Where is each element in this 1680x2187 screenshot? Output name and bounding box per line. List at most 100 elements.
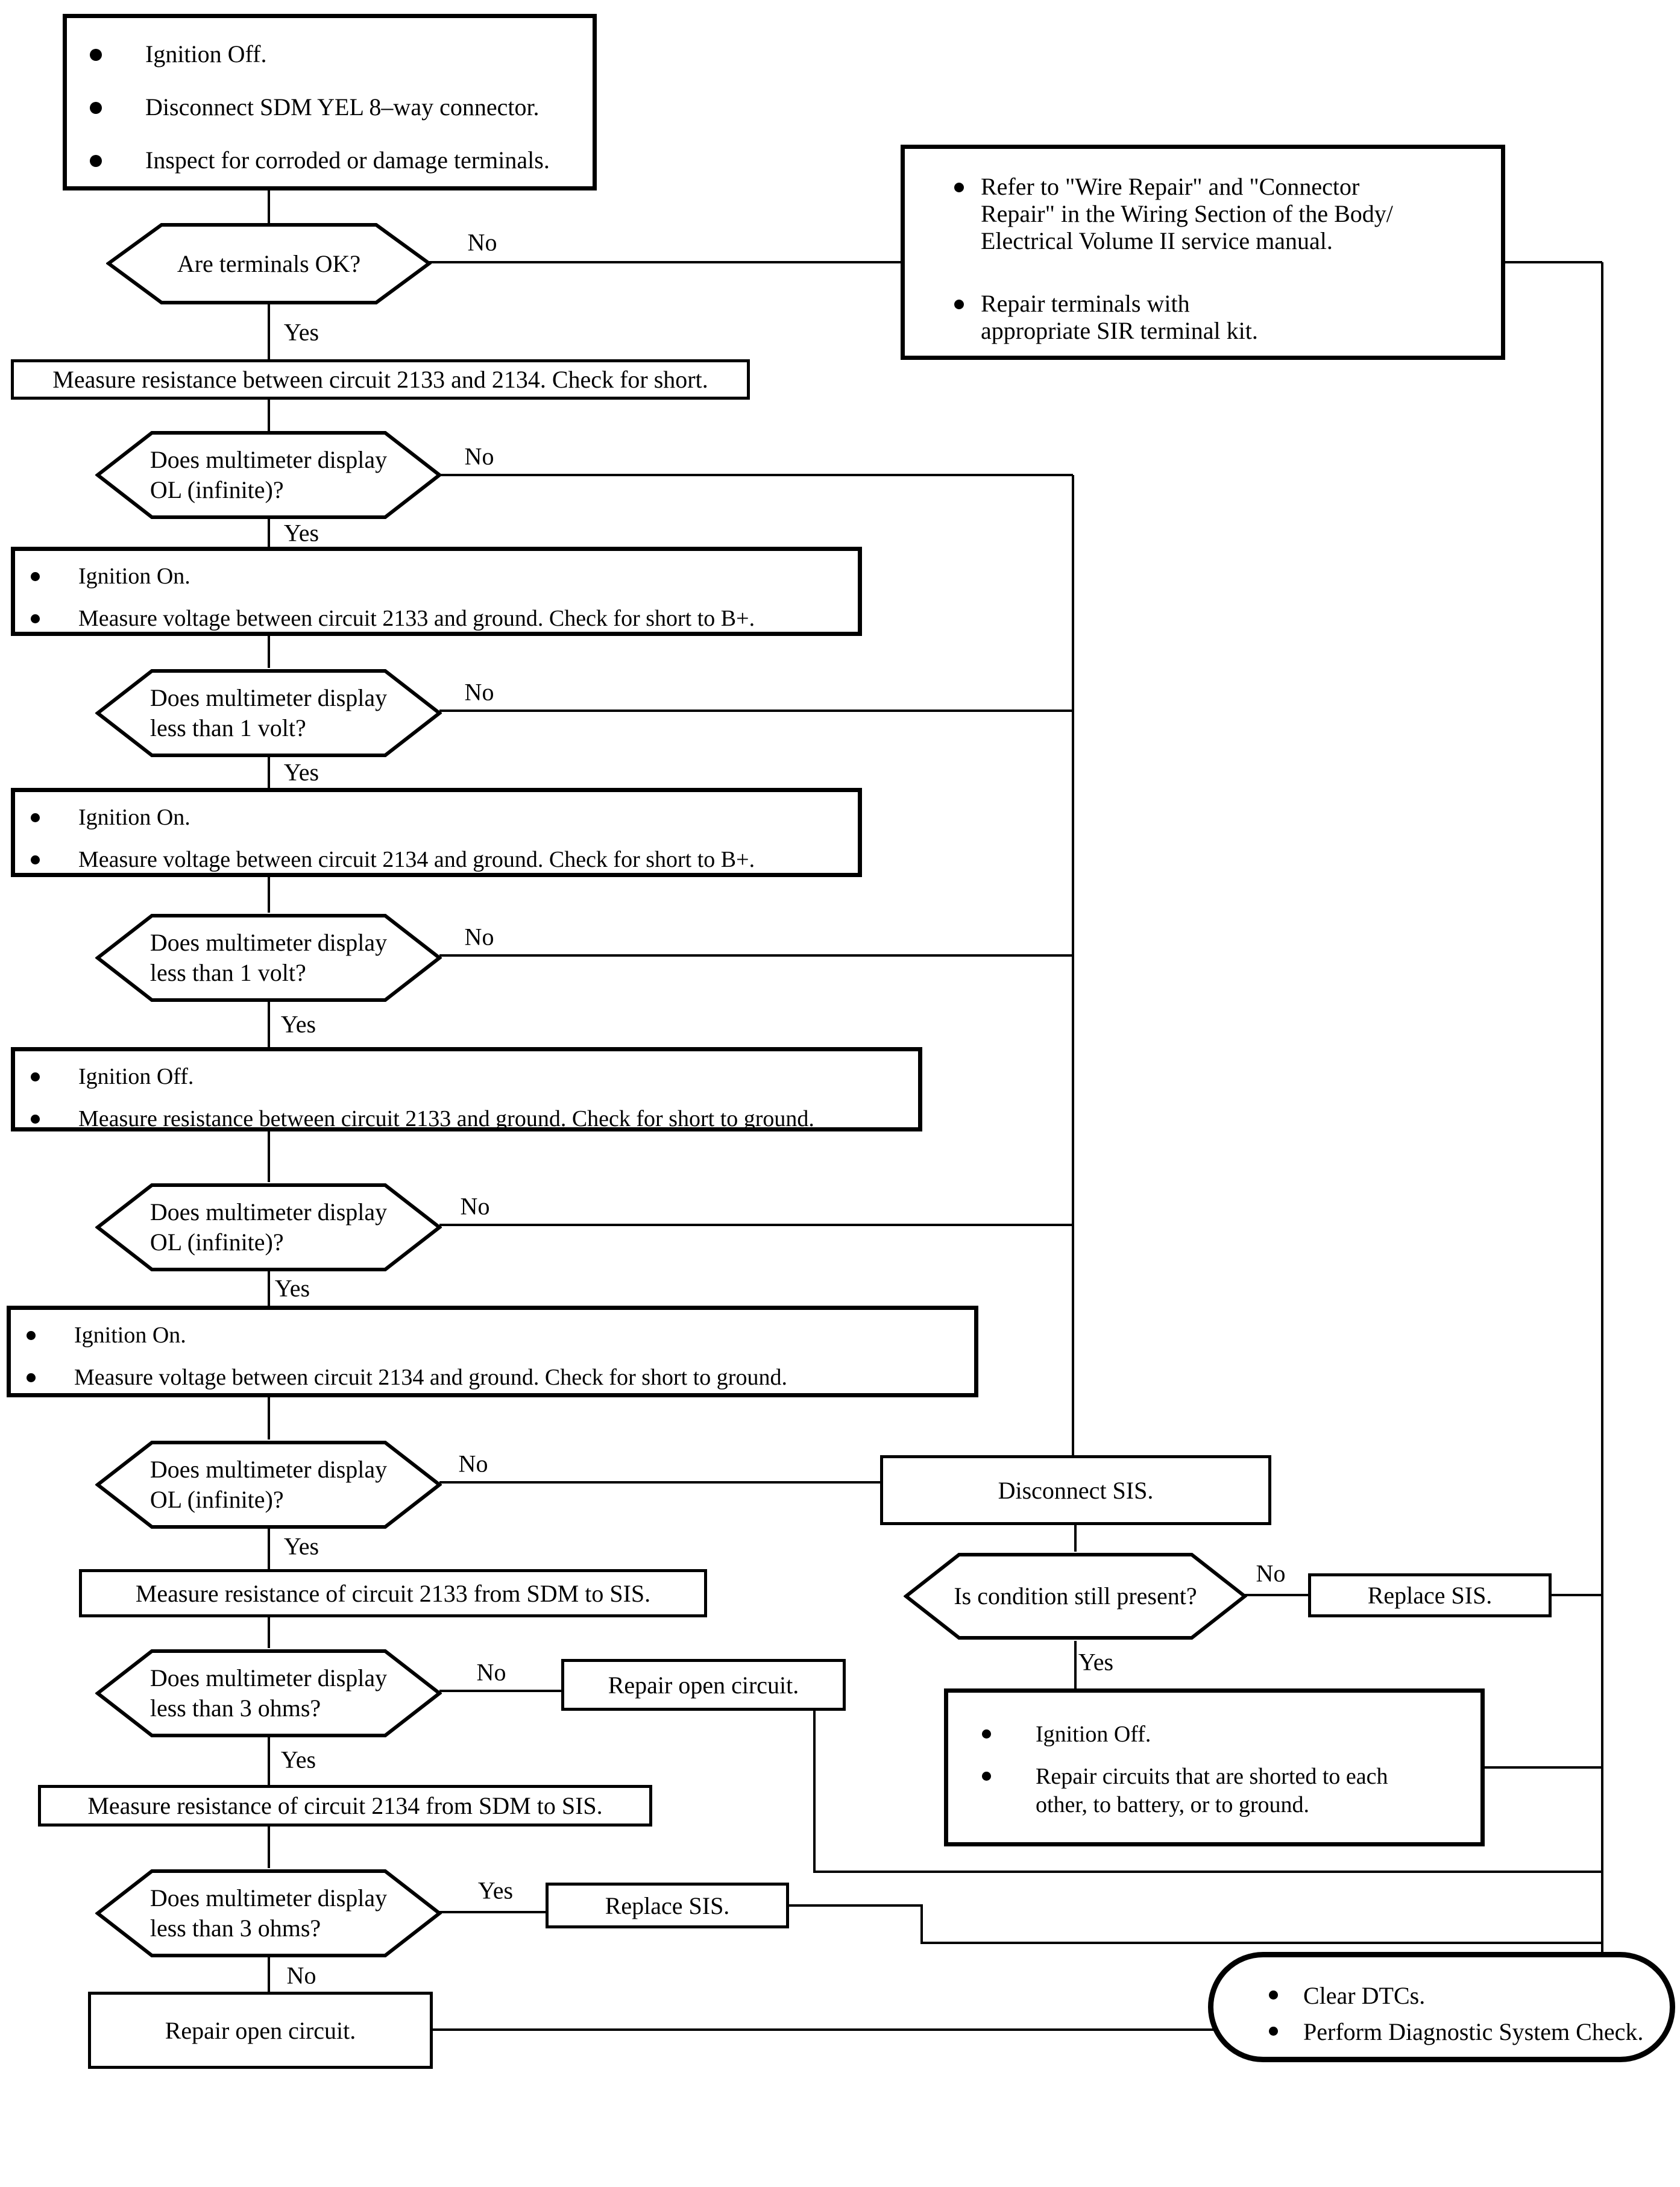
action-text: Measure voltage between circuit 2134 and…	[78, 846, 755, 872]
decision-less-1-volt-1: Does multimeter display less than 1 volt…	[95, 668, 442, 758]
replace-sis-box-1: Replace SIS.	[1308, 1573, 1552, 1617]
decision-text: less than 1 volt?	[149, 959, 306, 986]
hexagon-shape	[95, 431, 442, 519]
edge-label-yes: Yes	[477, 1877, 514, 1904]
decision-text: Does multimeter display	[149, 1456, 388, 1483]
bullet-icon	[31, 1072, 40, 1081]
bullet-icon	[31, 813, 40, 822]
list-item: Inspect for corroded or damage terminals…	[90, 146, 583, 175]
hexagon-shape	[95, 1869, 442, 1957]
action-text: Ignition Off.	[1036, 1722, 1151, 1747]
ignition-on-2133-bplus-box: Ignition On. Measure voltage between cir…	[11, 547, 862, 636]
start-item-2: Disconnect SDM YEL 8–way connector.	[145, 93, 540, 121]
action-text: Measure resistance of circuit 2134 from …	[87, 1792, 603, 1819]
bullet-icon	[90, 49, 102, 61]
hexagon-shape	[95, 1441, 442, 1529]
bullet-icon	[31, 855, 40, 864]
hexagon-shape	[904, 1553, 1247, 1640]
ignition-on-2134-ground-box: Ignition On. Measure voltage between cir…	[7, 1306, 978, 1397]
repair-terminals-line: appropriate SIR terminal kit.	[981, 316, 1258, 344]
edge-label-no: No	[464, 923, 494, 951]
decision-less-3-ohms-1: Does multimeter display less than 3 ohms…	[95, 1648, 442, 1739]
action-text: Replace SIS.	[1367, 1582, 1493, 1609]
action-text: Measure resistance between circuit 2133 …	[78, 1106, 814, 1131]
decision-text: Does multimeter display	[149, 1198, 388, 1226]
disconnect-sis-box: Disconnect SIS.	[880, 1455, 1271, 1525]
hexagon-shape	[106, 223, 432, 304]
action-text: Repair open circuit.	[608, 1671, 799, 1699]
bullet-icon	[31, 614, 40, 623]
edge-label-yes: Yes	[274, 1274, 310, 1302]
list-item: Repair circuits that are shorted to each…	[982, 1763, 1466, 1819]
start-item-1: Ignition Off.	[145, 40, 267, 68]
edge-label-yes: Yes	[280, 1746, 316, 1773]
edge-label-yes: Yes	[280, 1010, 316, 1038]
decision-condition-present: Is condition still present?	[904, 1552, 1247, 1641]
bullet-icon	[1269, 2027, 1278, 2036]
bullet-icon	[31, 572, 40, 581]
repair-terminals-box: Refer to "Wire Repair" and "Connector Re…	[901, 145, 1505, 360]
start-instructions-box: Ignition Off. Disconnect SDM YEL 8–way c…	[63, 14, 597, 190]
list-item: Measure voltage between circuit 2133 and…	[31, 605, 851, 633]
list-item: Disconnect SDM YEL 8–way connector.	[90, 93, 583, 122]
list-item: Ignition Off.	[31, 1063, 911, 1091]
ignition-off-2133-ground-box: Ignition Off. Measure resistance between…	[11, 1047, 922, 1131]
repair-terminals-line: Electrical Volume II service manual.	[981, 227, 1333, 255]
action-text: Measure resistance of circuit 2133 from …	[135, 1579, 651, 1607]
action-text: Measure voltage between circuit 2133 and…	[78, 605, 755, 631]
hexagon-shape	[95, 914, 442, 1002]
edge-label-yes: Yes	[283, 1532, 319, 1560]
decision-text: OL (infinite)?	[149, 1229, 284, 1256]
end-clear-dtcs-box: Clear DTCs. Perform Diagnostic System Ch…	[1208, 1952, 1675, 2062]
list-item: Ignition On.	[31, 563, 851, 591]
bullet-icon	[27, 1331, 36, 1340]
decision-text: OL (infinite)?	[149, 1486, 284, 1513]
decision-less-3-ohms-2: Does multimeter display less than 3 ohms…	[95, 1868, 442, 1959]
action-text: Repair open circuit.	[165, 2016, 356, 2044]
decision-ol-infinite-3: Does multimeter display OL (infinite)?	[95, 1440, 442, 1530]
decision-text: Does multimeter display	[149, 929, 388, 956]
action-text: Ignition On.	[78, 564, 190, 589]
decision-text: Does multimeter display	[149, 684, 388, 711]
list-item: Repair terminals with appropriate SIR te…	[954, 290, 1493, 344]
repair-shorted-circuits-box: Ignition Off. Repair circuits that are s…	[944, 1688, 1485, 1846]
decision-text: OL (infinite)?	[149, 476, 284, 503]
hexagon-shape	[95, 1183, 442, 1271]
edge-label-no: No	[464, 442, 494, 470]
decision-text: Is condition still present?	[954, 1582, 1197, 1610]
repair-terminals-line: Refer to "Wire Repair" and "Connector	[981, 173, 1360, 200]
edge-label-yes: Yes	[1078, 1648, 1114, 1676]
repair-open-circuit-box-2: Repair open circuit.	[88, 1992, 433, 2069]
edge-replace-sis-2-out	[789, 1904, 1602, 1944]
end-item: Clear DTCs.	[1303, 1982, 1426, 2009]
decision-less-1-volt-2: Does multimeter display less than 1 volt…	[95, 913, 442, 1003]
action-text: Ignition On.	[74, 1323, 186, 1348]
list-item: Clear DTCs.	[1269, 1980, 1661, 2012]
action-text: Measure resistance between circuit 2133 …	[52, 366, 708, 393]
bullet-icon	[90, 102, 102, 114]
hexagon-shape	[95, 1649, 442, 1737]
list-item: Measure voltage between circuit 2134 and…	[31, 846, 851, 874]
edge-label-no: No	[286, 1962, 316, 1989]
list-item: Ignition Off.	[90, 40, 583, 69]
edge-label-no: No	[1256, 1559, 1286, 1587]
list-item: Perform Diagnostic System Check.	[1269, 2016, 1661, 2048]
start-item-3: Inspect for corroded or damage terminals…	[145, 146, 550, 174]
edge-label-no: No	[464, 678, 494, 706]
repair-terminals-line: Repair terminals with	[981, 289, 1190, 317]
bullet-icon	[1269, 1990, 1278, 2000]
ignition-on-2134-bplus-box: Ignition On. Measure voltage between cir…	[11, 788, 862, 877]
list-item: Refer to "Wire Repair" and "Connector Re…	[954, 173, 1493, 255]
edge-repair-open-1-out	[813, 1708, 1602, 1873]
bullet-icon	[27, 1373, 36, 1382]
action-text: Disconnect SIS.	[998, 1476, 1154, 1504]
decision-ol-infinite-1: Does multimeter display OL (infinite)?	[95, 430, 442, 520]
measure-2134-sdm-sis-box: Measure resistance of circuit 2134 from …	[38, 1785, 652, 1827]
decision-text: Does multimeter display	[149, 446, 388, 473]
action-text: Ignition On.	[78, 805, 190, 830]
end-item: Perform Diagnostic System Check.	[1303, 2018, 1644, 2045]
list-item: Ignition On.	[27, 1322, 967, 1350]
list-item: Measure voltage between circuit 2134 and…	[27, 1364, 967, 1392]
repair-terminals-line: Repair" in the Wiring Section of the Bod…	[981, 200, 1393, 228]
